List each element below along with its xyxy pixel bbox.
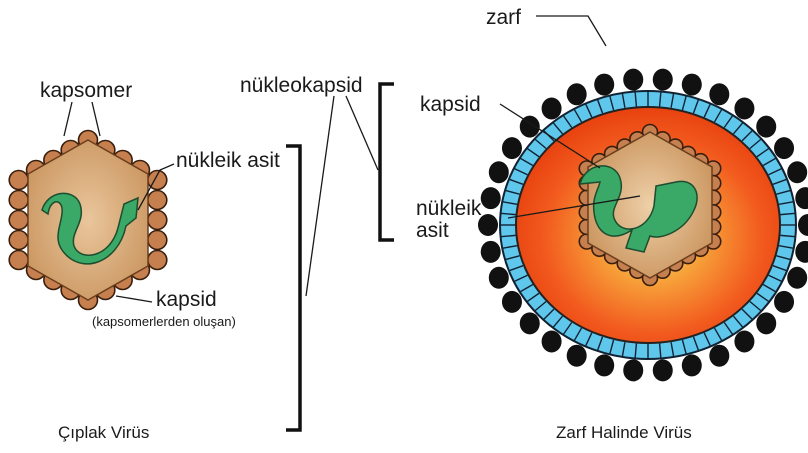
label-nukleik-right-2: asit <box>416 220 449 241</box>
spike <box>623 359 643 381</box>
label-nukleik-asit-left: nükleik asit <box>176 150 280 171</box>
spike <box>709 83 729 105</box>
spike <box>682 74 702 96</box>
spike <box>795 187 808 209</box>
spike <box>623 69 643 91</box>
spike <box>567 83 587 105</box>
spike <box>542 331 562 353</box>
spike <box>795 241 808 263</box>
capsomer <box>148 191 167 210</box>
spike <box>481 187 501 209</box>
spike <box>734 331 754 353</box>
spike <box>502 137 522 159</box>
capsomer <box>9 231 28 250</box>
capsomer <box>9 211 28 230</box>
naked-virus <box>9 131 167 310</box>
capsomer <box>148 231 167 250</box>
capsomer <box>9 171 28 190</box>
spike <box>756 312 776 334</box>
spike <box>594 74 614 96</box>
capsomer <box>148 251 167 270</box>
spike <box>787 267 807 289</box>
label-nukleik-right-1: nükleik <box>416 198 481 219</box>
label-nukleokapsid: nükleokapsid <box>240 75 363 96</box>
capsomer <box>9 191 28 210</box>
spike <box>520 312 540 334</box>
label-kapsid-left-note: (kapsomerlerden oluşan) <box>92 315 236 328</box>
spike <box>682 354 702 376</box>
spike <box>756 116 776 138</box>
spike <box>798 214 808 236</box>
spike <box>653 359 673 381</box>
spike <box>709 345 729 367</box>
spike <box>774 291 794 313</box>
spike <box>774 137 794 159</box>
label-kapsomer: kapsomer <box>40 80 132 101</box>
label-kapsid-left: kapsid <box>156 289 217 310</box>
label-zarf: zarf <box>486 7 521 28</box>
spike <box>567 345 587 367</box>
caption-left: Çıplak Virüs <box>58 424 149 441</box>
enveloped-virus <box>478 69 808 382</box>
spike <box>734 97 754 119</box>
label-kapsid-right: kapsid <box>420 94 481 115</box>
brackets <box>286 84 394 430</box>
spike <box>542 97 562 119</box>
spike <box>787 161 807 183</box>
spike <box>481 241 501 263</box>
spike <box>489 267 509 289</box>
capsomer <box>148 211 167 230</box>
spike <box>489 161 509 183</box>
spike <box>502 291 522 313</box>
bracket-nukleokapsid <box>380 84 394 240</box>
capsomer <box>9 251 28 270</box>
spike <box>653 69 673 91</box>
caption-right: Zarf Halinde Virüs <box>556 424 692 441</box>
bracket-left <box>286 146 300 430</box>
spike <box>594 354 614 376</box>
